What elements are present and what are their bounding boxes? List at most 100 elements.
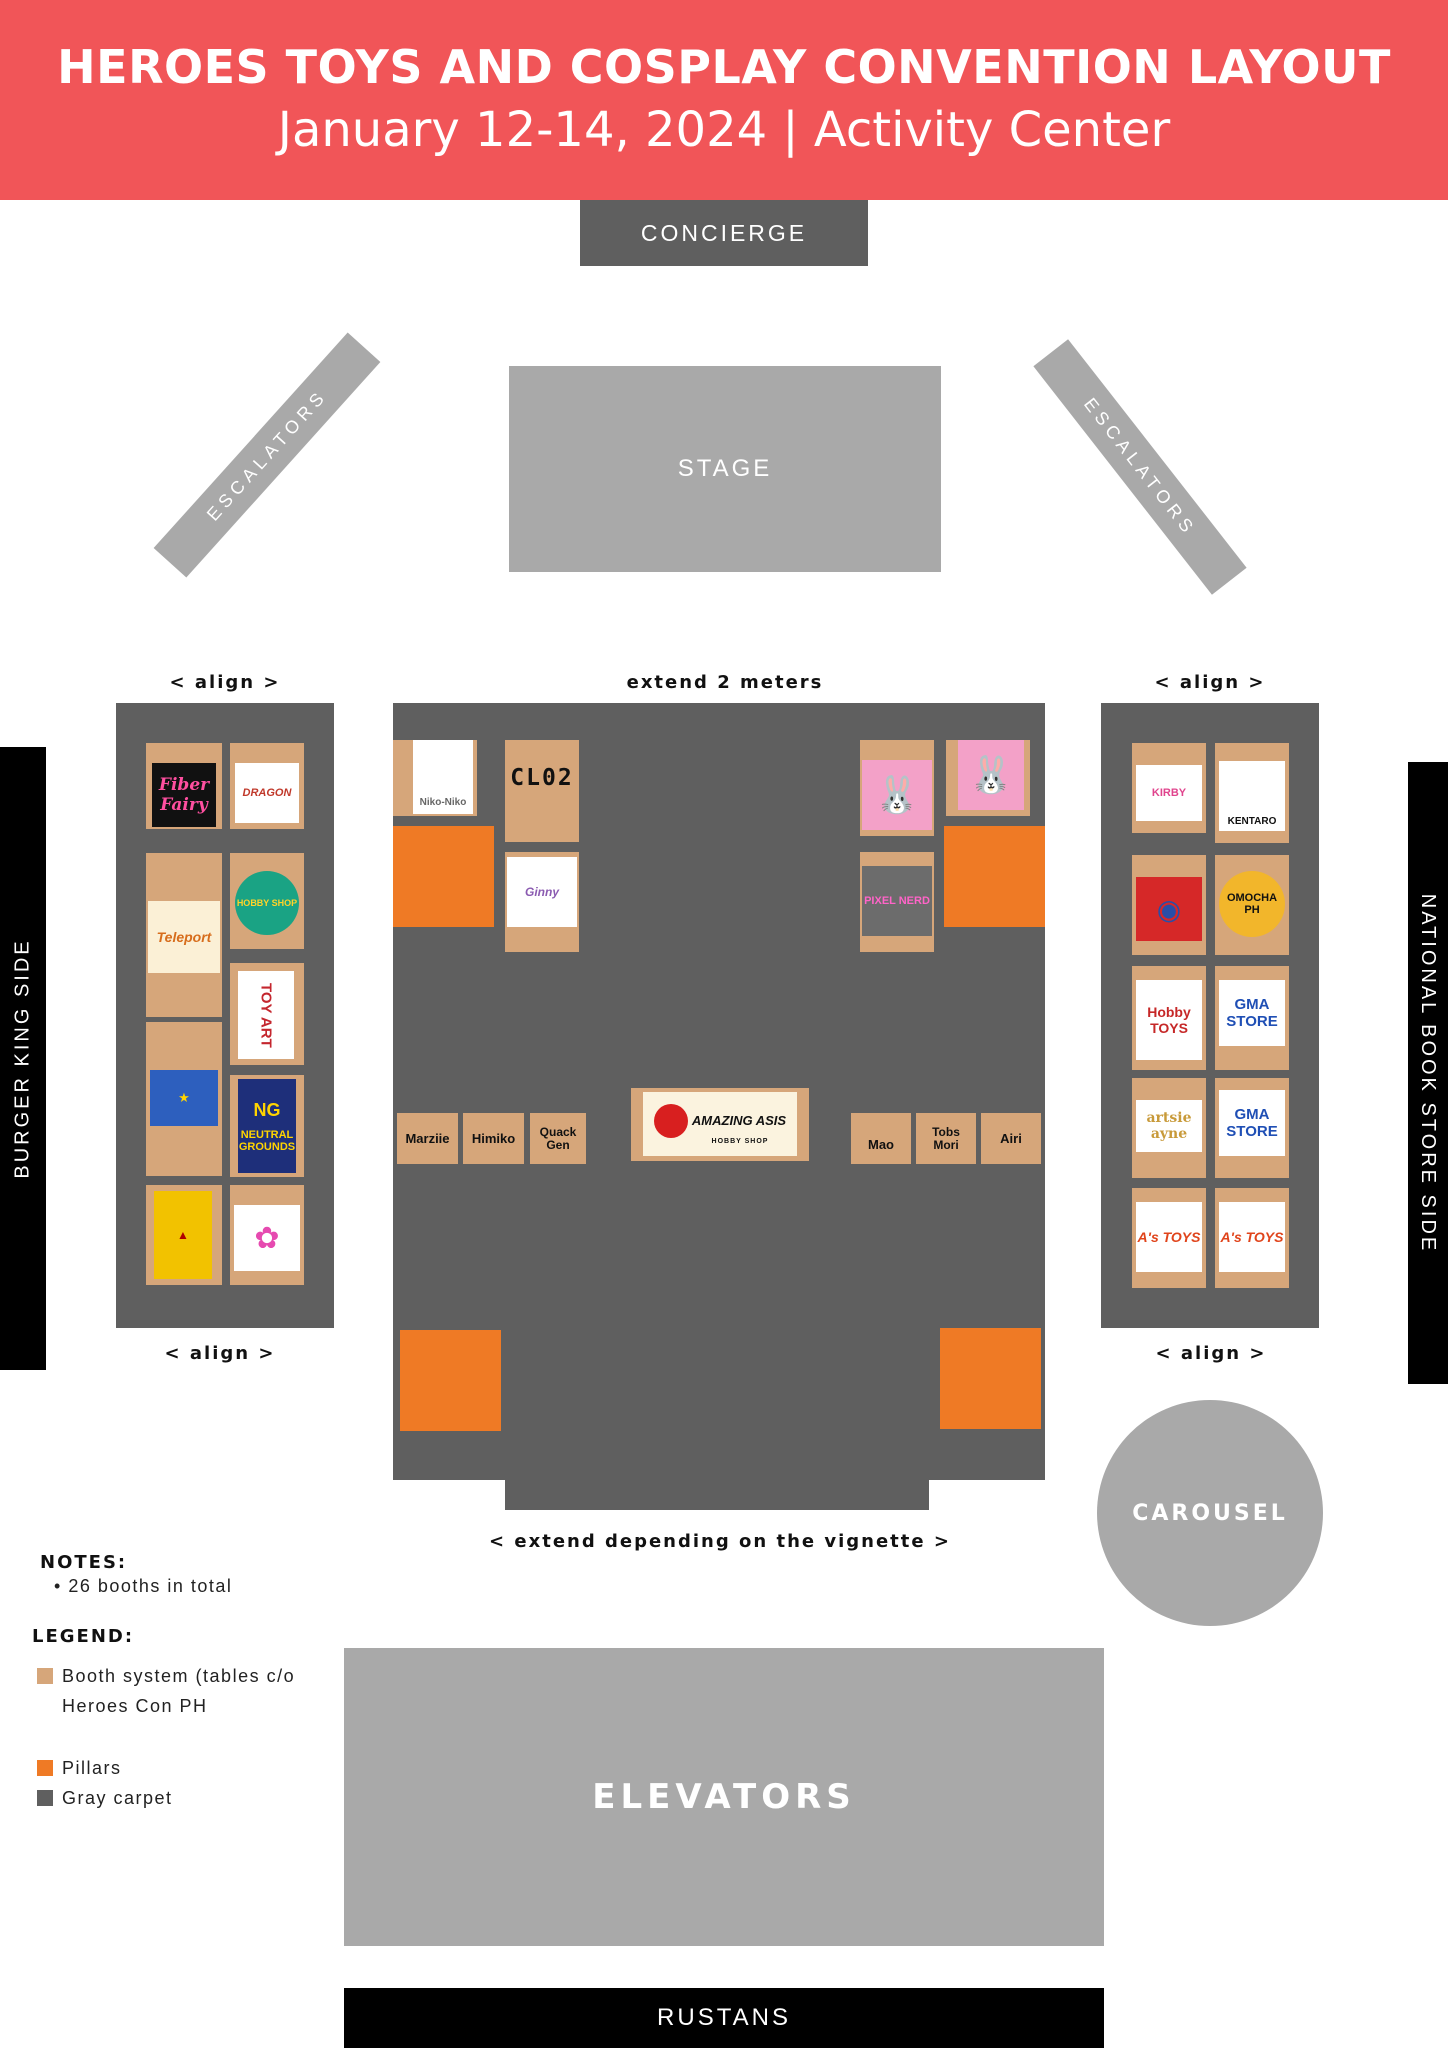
amazing-asis-sub: HOBBY SHOP bbox=[711, 1137, 769, 1145]
notes-item-text: 26 booths in total bbox=[68, 1576, 233, 1596]
logo-anime-girl: ✿ bbox=[234, 1205, 300, 1271]
notes-item-booths: • 26 booths in total bbox=[54, 1576, 233, 1596]
legend-section: LEGEND: Booth system (tables c/o Heroes … bbox=[32, 1626, 342, 1813]
amazing-asis-wordmark: AMAZING ASIS bbox=[653, 1103, 786, 1138]
logo-fiber-fairy: Fiber Fairy bbox=[152, 763, 216, 827]
logo-kirby: KIRBY bbox=[1136, 765, 1202, 821]
booth-mao: Mao bbox=[851, 1113, 911, 1164]
concierge: CONCIERGE bbox=[580, 200, 868, 266]
logo-bunny-1: 🐰 bbox=[862, 760, 932, 830]
carousel: CAROUSEL bbox=[1097, 1400, 1323, 1626]
logo-toy-art: TOY ART bbox=[238, 971, 294, 1059]
page-subtitle: January 12-14, 2024 | Activity Center bbox=[277, 102, 1171, 158]
burger-king-side-banner: BURGER KING SIDE bbox=[0, 747, 46, 1370]
logo-pixel-nerd: PIXEL NERD bbox=[862, 866, 932, 936]
booth-amazing-asis: AMAZING ASIS HOBBY SHOP bbox=[631, 1088, 809, 1161]
legend-label-booth-line2: Heroes Con PH bbox=[62, 1696, 208, 1716]
legend-swatch-carpet bbox=[37, 1790, 53, 1806]
booth-left-9: ✿ bbox=[230, 1185, 304, 1285]
logo-dragon: DRAGON bbox=[235, 763, 299, 823]
stage: STAGE bbox=[509, 366, 941, 572]
booth-right-10: A's TOYS bbox=[1215, 1188, 1289, 1288]
booth-mao-label: Mao bbox=[868, 1136, 894, 1152]
burger-king-side-label: BURGER KING SIDE bbox=[11, 938, 34, 1179]
booth-marziie-label: Marziie bbox=[405, 1130, 450, 1146]
logo-neutral-grounds: NG NEUTRAL GROUNDS bbox=[238, 1079, 296, 1173]
booth-himiko: Himiko bbox=[463, 1113, 524, 1164]
escalators-left: ESCALATORS bbox=[153, 332, 381, 578]
align-note-right-bottom: < align > bbox=[1155, 1343, 1267, 1364]
booth-center-bunny-2: 🐰 bbox=[946, 740, 1030, 816]
logo-teleport: Teleport bbox=[148, 901, 220, 973]
neutral-grounds-text: NEUTRAL GROUNDS bbox=[238, 1128, 296, 1153]
booth-left-3: Teleport bbox=[146, 853, 222, 1017]
legend-label-carpet: Gray carpet bbox=[62, 1788, 173, 1808]
logo-as-toys-2: A's TOYS bbox=[1219, 1202, 1285, 1272]
logo-hobby-toys: Hobby TOYS bbox=[1136, 980, 1202, 1060]
pillar-center-bottom-left bbox=[400, 1330, 501, 1431]
extend-note-top: extend 2 meters bbox=[626, 672, 824, 693]
legend-swatch-pillars bbox=[37, 1760, 53, 1776]
booth-center-niko: Niko-Niko bbox=[393, 740, 477, 816]
national-book-store-side-label: NATIONAL BOOK STORE SIDE bbox=[1417, 893, 1440, 1253]
booth-right-5: Hobby TOYS bbox=[1132, 966, 1206, 1070]
legend-label-booth-line1: Booth system (tables c/o bbox=[62, 1666, 296, 1686]
pillar-center-bottom-right bbox=[940, 1328, 1041, 1429]
notes-heading: NOTES: bbox=[40, 1552, 128, 1573]
center-carpet-extension bbox=[505, 1478, 929, 1510]
logo-poster-booth: ▲ bbox=[154, 1191, 212, 1279]
booth-left-1: Fiber Fairy bbox=[146, 743, 222, 829]
neutral-grounds-monogram: NG bbox=[253, 1099, 281, 1120]
notes-section: NOTES: • 26 booths in total bbox=[40, 1552, 340, 1599]
escalators-right: ESCALATORS bbox=[1033, 339, 1247, 595]
align-note-left-top: < align > bbox=[169, 672, 281, 693]
logo-hobby-shop: HOBBY SHOP bbox=[235, 871, 299, 935]
booth-left-2: DRAGON bbox=[230, 743, 304, 829]
booth-left-4: HOBBY SHOP bbox=[230, 853, 304, 949]
booth-right-7: artsie ayne bbox=[1132, 1078, 1206, 1178]
align-note-left-bottom: < align > bbox=[164, 1343, 276, 1364]
logo-kentaro: KENTARO bbox=[1219, 761, 1285, 831]
pillar-center-top-right bbox=[944, 826, 1045, 927]
booth-center-bunny-1: 🐰 bbox=[860, 740, 934, 836]
booth-right-3: ◉ bbox=[1132, 855, 1206, 955]
logo-amazing-asis: AMAZING ASIS HOBBY SHOP bbox=[643, 1092, 797, 1156]
legend-item-booth: Booth system (tables c/o Heroes Con PH bbox=[32, 1661, 342, 1751]
rustans: RUSTANS bbox=[344, 1988, 1104, 2048]
booth-airi: Airi bbox=[981, 1113, 1041, 1164]
logo-gma-store-1: GMA STORE bbox=[1219, 980, 1285, 1046]
booth-center-cl02: CL02 bbox=[505, 740, 579, 842]
align-note-right-top: < align > bbox=[1154, 672, 1266, 693]
booth-tobs-mori-label: Tobs Mori bbox=[932, 1124, 960, 1152]
booth-airi-label: Airi bbox=[1000, 1130, 1022, 1146]
booth-quack-gen: Quack Gen bbox=[530, 1113, 586, 1164]
logo-bunny-2: 🐰 bbox=[958, 740, 1024, 810]
logo-gma-store-2: GMA STORE bbox=[1219, 1090, 1285, 1156]
booth-left-5: TOY ART bbox=[230, 963, 304, 1065]
logo-omocha-ph: OMOCHA PH bbox=[1219, 871, 1285, 937]
logo-niko-niko: Niko-Niko bbox=[413, 740, 473, 814]
booth-right-1: KIRBY bbox=[1132, 743, 1206, 833]
legend-item-carpet: Gray carpet bbox=[32, 1783, 342, 1813]
logo-hero-face: ◉ bbox=[1136, 877, 1202, 941]
booth-marziie: Marziie bbox=[397, 1113, 458, 1164]
pillar-center-top-left bbox=[393, 826, 494, 927]
booth-cl02-label: CL02 bbox=[510, 764, 574, 791]
legend-label-pillars: Pillars bbox=[62, 1758, 122, 1778]
booth-left-7: NG NEUTRAL GROUNDS bbox=[230, 1075, 304, 1177]
booth-right-8: GMA STORE bbox=[1215, 1078, 1289, 1178]
extend-note-bottom: < extend depending on the vignette > bbox=[489, 1531, 951, 1552]
booth-center-pixel: PIXEL NERD bbox=[860, 852, 934, 952]
booth-left-6: ★ bbox=[146, 1022, 222, 1176]
logo-as-toys-1: A's TOYS bbox=[1136, 1202, 1202, 1272]
legend-swatch-booth bbox=[37, 1668, 53, 1684]
booth-right-2: KENTARO bbox=[1215, 743, 1289, 843]
logo-ginny: Ginny bbox=[507, 857, 577, 927]
logo-awesome: ★ bbox=[150, 1070, 218, 1126]
booth-left-8: ▲ bbox=[146, 1185, 222, 1285]
page-title: HEROES TOYS AND COSPLAY CONVENTION LAYOU… bbox=[57, 40, 1391, 94]
legend-label-booth: Booth system (tables c/o Heroes Con PH bbox=[62, 1661, 295, 1721]
legend-item-pillars: Pillars bbox=[32, 1753, 342, 1783]
booth-right-4: OMOCHA PH bbox=[1215, 855, 1289, 955]
elevators: ELEVATORS bbox=[344, 1648, 1104, 1946]
